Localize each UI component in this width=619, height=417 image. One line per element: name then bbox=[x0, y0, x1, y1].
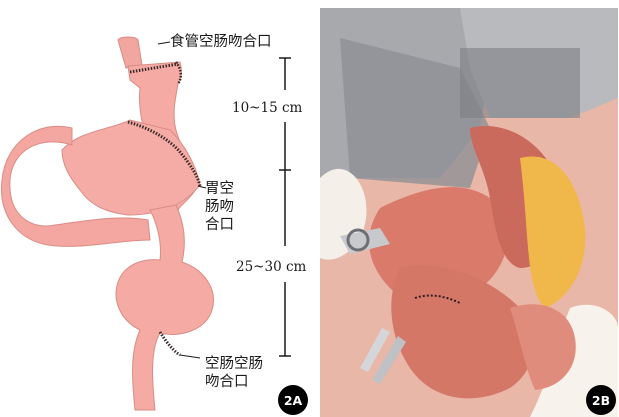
distance-label-upper: 10~15 cm bbox=[232, 99, 302, 117]
gastric-pouch bbox=[62, 120, 200, 215]
esophagojejunostomy-label: 食管空肠吻合口 bbox=[170, 33, 272, 51]
panel-b-badge: 2B bbox=[586, 385, 616, 415]
esophagus-shape bbox=[118, 37, 142, 68]
distance-label-lower: 25~30 cm bbox=[236, 258, 306, 276]
panel-b-photo bbox=[320, 8, 618, 417]
surgical-photo-illustration bbox=[320, 8, 618, 417]
retractor-dark-band bbox=[460, 48, 580, 118]
leader-line-esophageal bbox=[158, 42, 170, 44]
panel-a-badge: 2A bbox=[278, 385, 308, 415]
leader-line-jejunal bbox=[180, 355, 200, 358]
jejunal-suture-line bbox=[160, 332, 180, 355]
jejunojejunostomy-label: 空肠空肠吻合口 bbox=[205, 355, 277, 391]
gastrojejunostomy-label: 胃空肠吻合口 bbox=[205, 180, 241, 234]
panel-a-diagram: 食管空肠吻合口 胃空肠吻合口 空肠空肠吻合口 10~15 cm 25~30 cm… bbox=[0, 0, 315, 417]
